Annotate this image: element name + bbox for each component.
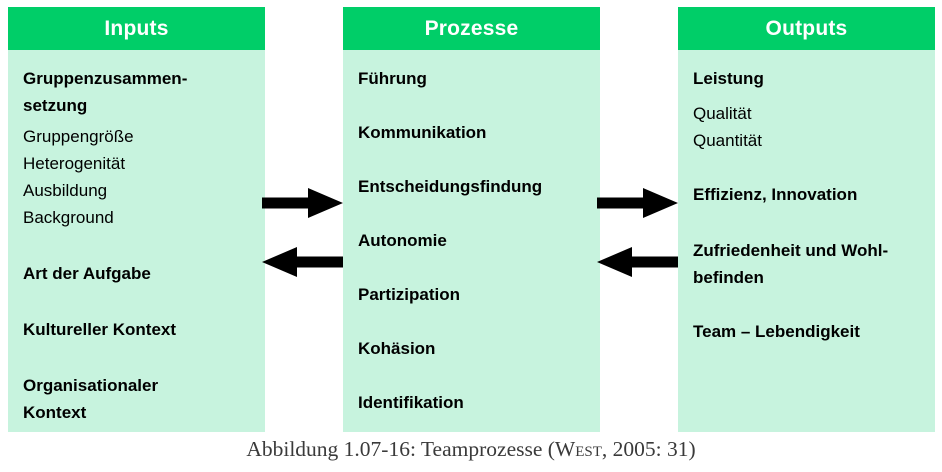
prozesse-item-fuehrung: Führung: [358, 69, 427, 88]
arrow-right-inputs-to-prozesse-icon: [262, 188, 343, 218]
arrow-left-shape: [597, 247, 678, 277]
prozesse-item-identifikation: Identifikation: [358, 393, 464, 412]
prozesse-item-kohaesion: Kohäsion: [358, 339, 436, 358]
inputs-item-kultureller-kontext: Kultureller Kontext: [23, 320, 177, 339]
inputs-item-art-der-aufgabe: Art der Aufgabe: [23, 264, 151, 283]
inputs-title: Inputs: [104, 16, 169, 40]
outputs-title: Outputs: [765, 16, 848, 40]
outputs-item-effizienz-innovation: Effizienz, Innovation: [693, 185, 858, 204]
outputs-item-team-lebendigkeit: Team – Lebendigkeit: [693, 322, 860, 341]
inputs-body: Gruppenzusammen- setzung Gruppengröße He…: [8, 50, 265, 432]
outputs-column: Outputs Leistung Qualität Quantität Effi…: [678, 7, 935, 432]
caption-suffix: , 2005: 31): [601, 437, 696, 461]
inputs-item-organisationaler-kontext: Organisationaler Kontext: [23, 376, 159, 422]
arrow-right-shape: [262, 188, 343, 218]
inputs-item-gruppenzusammensetzung: Gruppenzusammen- setzung: [23, 69, 188, 115]
outputs-body: Leistung Qualität Quantität Effizienz, I…: [678, 50, 935, 432]
outputs-item-zufriedenheit: Zufriedenheit und Wohl- befinden: [693, 241, 889, 287]
prozesse-header: Prozesse: [343, 7, 600, 50]
caption-author-smallcaps: West: [554, 437, 602, 461]
prozesse-body: Führung Kommunikation Entscheidungsfindu…: [343, 50, 600, 432]
arrow-right-prozesse-to-outputs-icon: [597, 188, 678, 218]
prozesse-title: Prozesse: [424, 16, 519, 40]
arrow-left-shape: [262, 247, 343, 277]
figure-caption: Abbildung 1.07-16: Teamprozesse (West, 2…: [0, 437, 942, 462]
arrow-left-prozesse-to-inputs-icon: [262, 247, 343, 277]
arrow-left-outputs-to-prozesse-icon: [597, 247, 678, 277]
caption-prefix: Abbildung 1.07-16: Teamprozesse (: [246, 437, 555, 461]
outputs-item-leistung: Leistung: [693, 69, 764, 88]
inputs-header: Inputs: [8, 7, 265, 50]
inputs-item-gruppen-attributes: Gruppengröße Heterogenität Ausbildung Ba…: [23, 127, 134, 227]
prozesse-item-entscheidungsfindung: Entscheidungsfindung: [358, 177, 543, 196]
outputs-header: Outputs: [678, 7, 935, 50]
prozesse-item-autonomie: Autonomie: [358, 231, 447, 250]
inputs-column: Inputs Gruppenzusammen- setzung Gruppeng…: [8, 7, 265, 432]
prozesse-item-kommunikation: Kommunikation: [358, 123, 487, 142]
prozesse-column: Prozesse Führung Kommunikation Entscheid…: [343, 7, 600, 432]
prozesse-item-partizipation: Partizipation: [358, 285, 461, 304]
arrow-right-shape: [597, 188, 678, 218]
outputs-item-qualitaet-quantitaet: Qualität Quantität: [693, 104, 762, 150]
